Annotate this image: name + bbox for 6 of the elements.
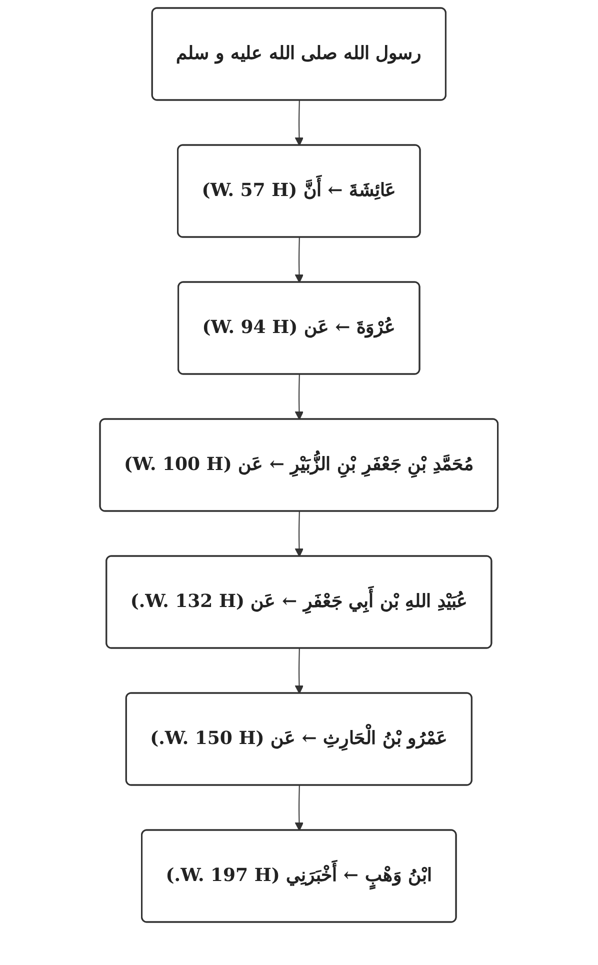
arrow xyxy=(294,648,304,694)
arrow xyxy=(294,374,304,420)
arrow xyxy=(294,785,304,831)
arrow xyxy=(294,511,304,557)
arrow xyxy=(294,100,304,146)
arrow xyxy=(294,237,304,283)
